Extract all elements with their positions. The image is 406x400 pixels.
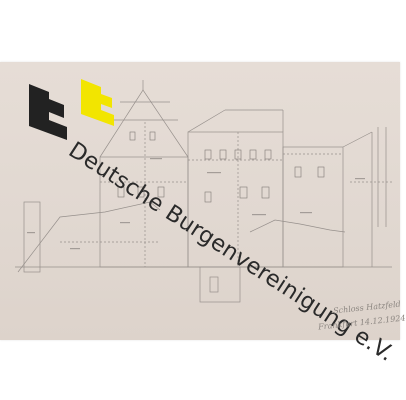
pencil-elevation-drawing <box>15 80 392 303</box>
drawing-sheet <box>0 62 400 340</box>
